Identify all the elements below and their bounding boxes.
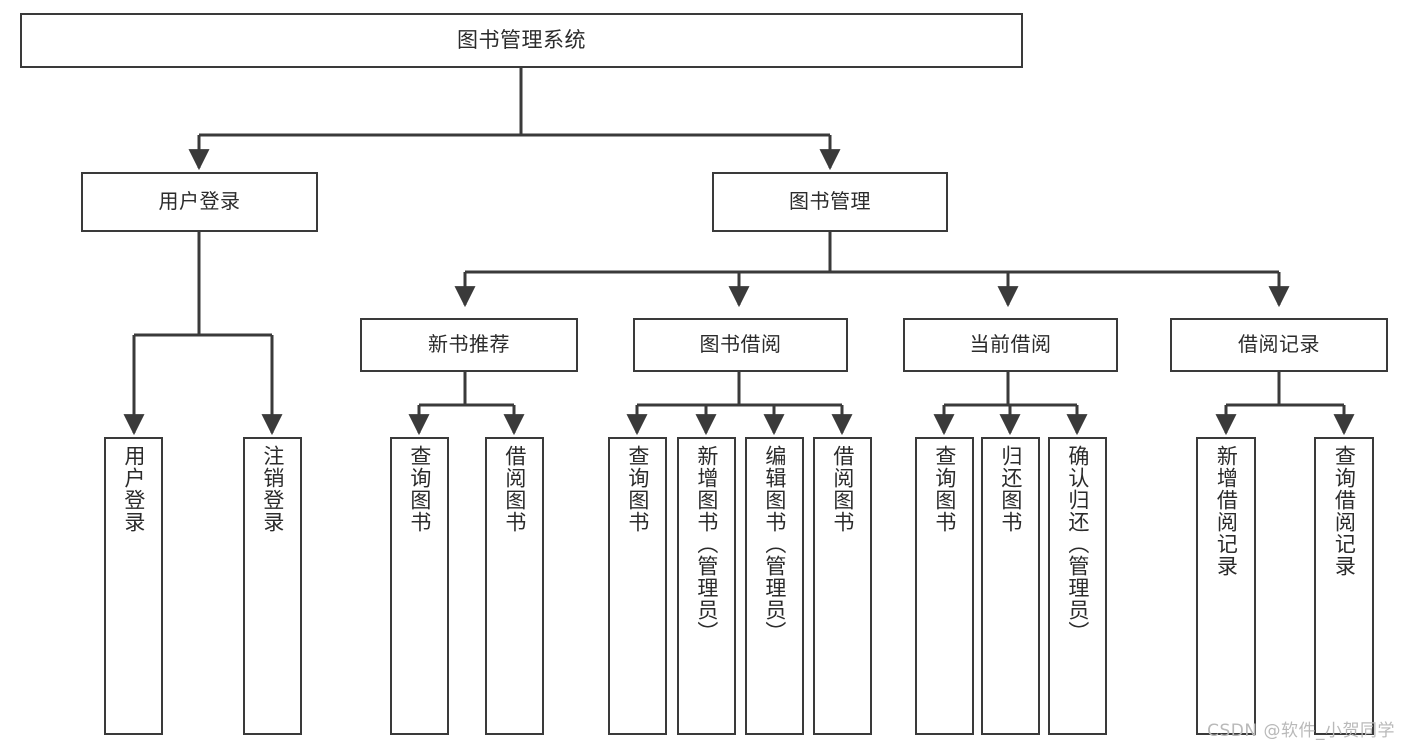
leaf-label: 查询图书 <box>625 445 650 533</box>
leaf-book-borrow-borrow[interactable]: 借阅图书 <box>813 437 872 735</box>
leaf-label: 借阅图书 <box>830 445 855 533</box>
leaf-label: 借阅图书 <box>502 445 527 533</box>
node-root-label: 图书管理系统 <box>457 28 586 53</box>
leaf-label: 编辑图书（管理员） <box>762 445 787 643</box>
leaf-book-borrow-add[interactable]: 新增图书（管理员） <box>677 437 736 735</box>
leaf-new-book-borrow[interactable]: 借阅图书 <box>485 437 544 735</box>
node-root[interactable]: 图书管理系统 <box>20 13 1023 68</box>
leaf-user-login-login[interactable]: 用户登录 <box>104 437 163 735</box>
leaf-current-borrow-return[interactable]: 归还图书 <box>981 437 1040 735</box>
leaf-new-book-query[interactable]: 查询图书 <box>390 437 449 735</box>
leaf-label: 归还图书 <box>998 445 1023 533</box>
node-user-login-label: 用户登录 <box>158 189 241 214</box>
leaf-label: 新增图书（管理员） <box>694 445 719 643</box>
node-book-borrow[interactable]: 图书借阅 <box>633 318 848 372</box>
leaf-user-login-logout[interactable]: 注销登录 <box>243 437 302 735</box>
leaf-label: 用户登录 <box>121 445 146 533</box>
leaf-label: 查询借阅记录 <box>1332 445 1357 577</box>
node-new-book-recommend[interactable]: 新书推荐 <box>360 318 578 372</box>
node-current-borrow[interactable]: 当前借阅 <box>903 318 1118 372</box>
leaf-label: 确认归还（管理员） <box>1065 445 1090 643</box>
leaf-label: 查询图书 <box>407 445 432 533</box>
leaf-label: 查询图书 <box>932 445 957 533</box>
leaf-current-borrow-query[interactable]: 查询图书 <box>915 437 974 735</box>
leaf-book-borrow-query[interactable]: 查询图书 <box>608 437 667 735</box>
node-borrow-record-label: 借阅记录 <box>1238 332 1320 357</box>
leaf-label: 新增借阅记录 <box>1214 445 1239 577</box>
node-borrow-record[interactable]: 借阅记录 <box>1170 318 1388 372</box>
node-book-manage[interactable]: 图书管理 <box>712 172 948 232</box>
node-new-book-recommend-label: 新书推荐 <box>428 332 510 357</box>
leaf-current-borrow-confirm-return[interactable]: 确认归还（管理员） <box>1048 437 1107 735</box>
node-book-manage-label: 图书管理 <box>789 189 871 214</box>
node-current-borrow-label: 当前借阅 <box>969 332 1052 357</box>
leaf-borrow-record-add[interactable]: 新增借阅记录 <box>1196 437 1256 735</box>
leaf-label: 注销登录 <box>260 445 285 533</box>
node-book-borrow-label: 图书借阅 <box>699 332 782 357</box>
leaf-borrow-record-query[interactable]: 查询借阅记录 <box>1314 437 1374 735</box>
leaf-book-borrow-edit[interactable]: 编辑图书（管理员） <box>745 437 804 735</box>
node-user-login[interactable]: 用户登录 <box>81 172 318 232</box>
